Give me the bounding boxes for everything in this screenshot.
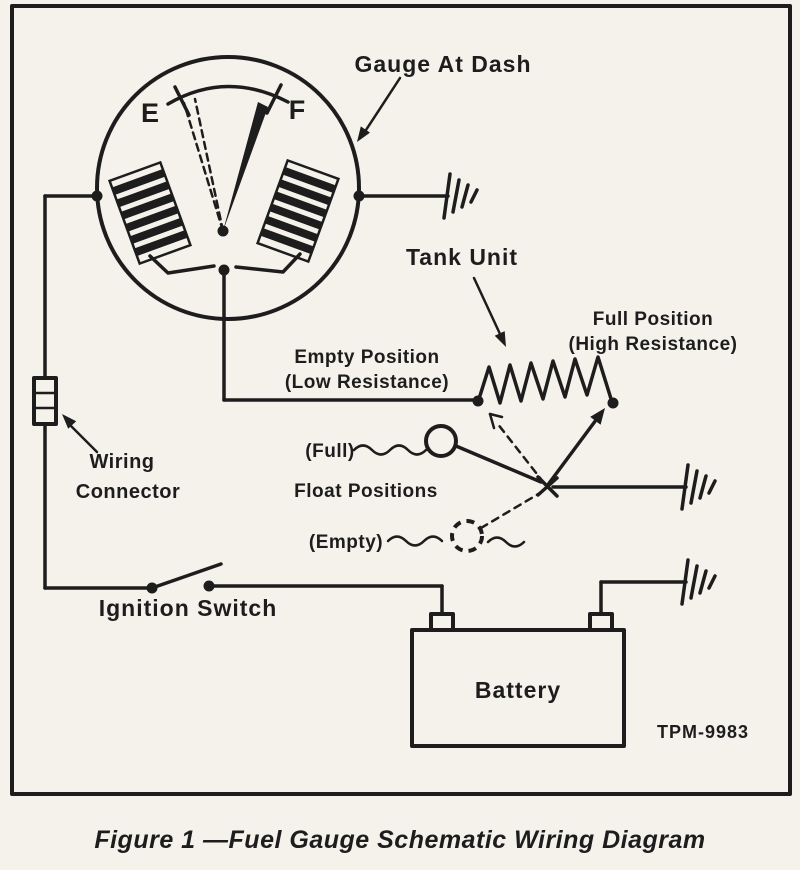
gauge-circle <box>95 55 361 321</box>
wiper-arrow-empty-dashed <box>488 412 546 485</box>
gauge-full-tick <box>265 83 283 115</box>
connector-arrowhead <box>62 414 77 429</box>
battery-terminal-right <box>588 612 614 632</box>
tank-title-arrowhead <box>494 331 506 347</box>
gauge-coil-right <box>255 158 341 264</box>
gauge-needle-empty-dashed-2 <box>193 97 225 233</box>
wiring-connector-symbol <box>32 376 58 426</box>
full-position-label-1: Full Position <box>593 309 714 330</box>
dash-gauge: E F <box>91 55 365 321</box>
ground-icon <box>551 463 717 511</box>
wire-gauge-to-switch <box>43 194 152 590</box>
gauge-needle-empty-dashed <box>182 101 225 233</box>
float-empty-circle-dashed <box>450 519 484 553</box>
gauge-empty-letter: E <box>141 98 159 128</box>
float-empty-label: (Empty) <box>309 532 383 553</box>
gauge-pole-left <box>148 254 216 275</box>
full-position-label-2: (High Resistance) <box>569 334 738 355</box>
float-full-rod <box>454 444 543 484</box>
water-squiggle-empty-left <box>386 535 444 547</box>
connector-arrow-line <box>69 424 99 454</box>
gauge-coil-left <box>107 160 193 266</box>
wiper-arrow-full <box>545 408 605 488</box>
wiring-connector-label-1: Wiring <box>89 451 154 473</box>
part-number: TPM-9983 <box>657 722 749 742</box>
figure-caption: Figure 1 —Fuel Gauge Schematic Wiring Di… <box>94 826 705 854</box>
tank-unit-title: Tank Unit <box>406 244 518 270</box>
gauge-title-arrow-line <box>364 76 402 132</box>
ignition-switch-symbol <box>146 562 444 616</box>
battery-label: Battery <box>475 677 561 703</box>
gauge-title-arrowhead <box>357 126 370 142</box>
empty-position-label-1: Empty Position <box>294 347 439 368</box>
water-squiggle-full <box>352 444 428 456</box>
float-positions-label: Float Positions <box>294 481 438 502</box>
water-squiggle-empty-right <box>486 536 526 548</box>
resistor-full-end-dot <box>607 397 619 409</box>
tank-title-arrow-line <box>472 276 502 336</box>
ignition-switch-label: Ignition Switch <box>99 595 278 621</box>
gauge-needle-pivot <box>217 225 229 237</box>
gauge-needle-full <box>223 102 268 231</box>
float-empty-rod-dashed <box>479 491 542 530</box>
wire-gauge-to-tank <box>222 268 480 402</box>
empty-position-label-2: (Low Resistance) <box>285 372 449 393</box>
float-full-label: (Full) <box>305 441 354 462</box>
gauge-dial-arc <box>166 84 290 106</box>
wiring-connector-label-2: Connector <box>76 481 181 503</box>
battery-terminal-left <box>429 612 455 632</box>
gauge-pole-right <box>234 252 302 274</box>
gauge-title: Gauge At Dash <box>354 51 531 77</box>
ground-icon <box>599 558 717 616</box>
float-full-circle <box>424 424 458 458</box>
ground-icon <box>357 172 479 220</box>
diagram-border <box>10 4 792 796</box>
resistor-empty-end-dot <box>472 395 484 407</box>
gauge-full-letter: F <box>289 95 306 125</box>
tank-resistor <box>472 355 619 409</box>
